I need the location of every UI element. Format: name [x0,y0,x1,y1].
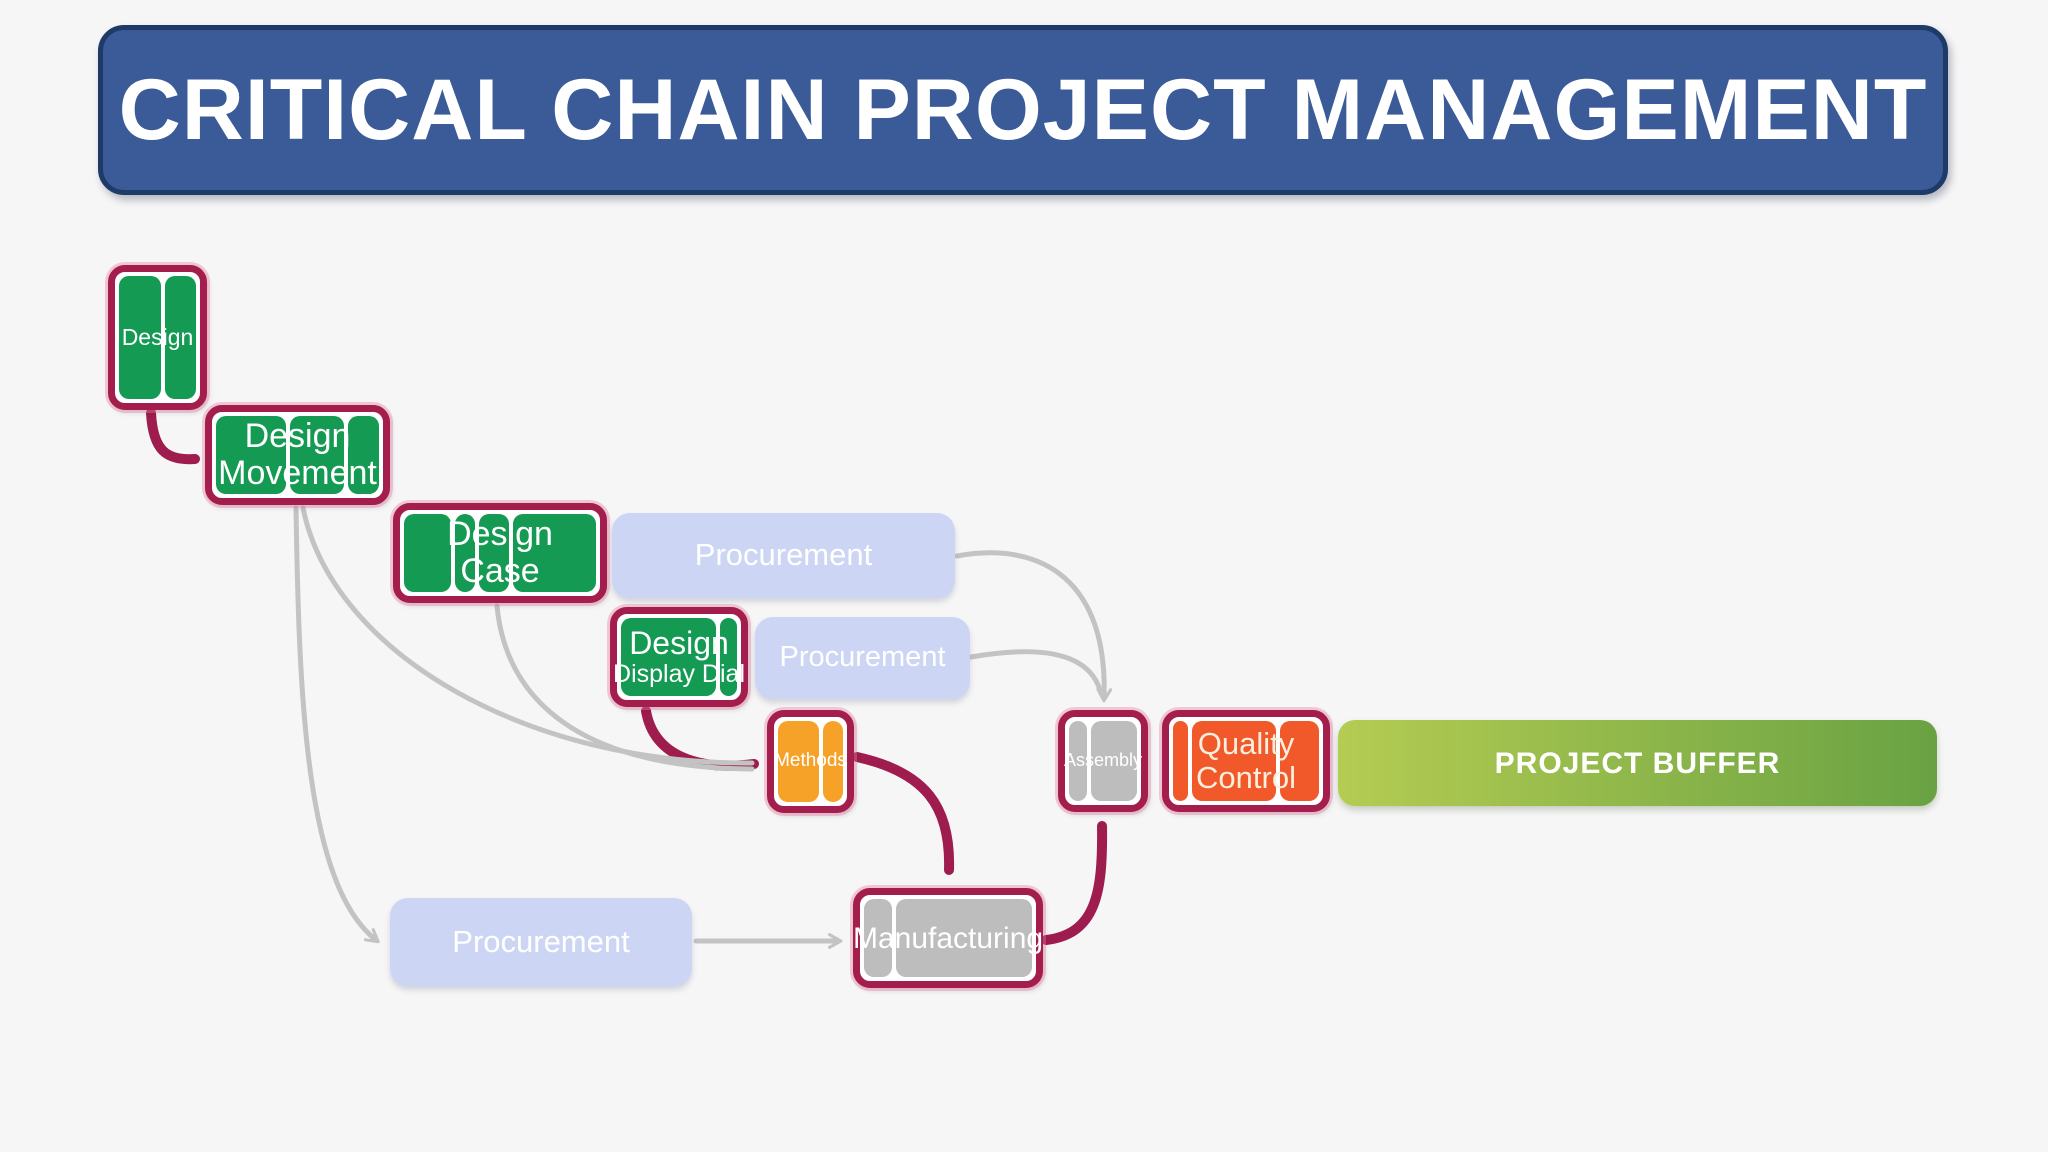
task-design-movement-segments [216,416,379,494]
title-text: CRITICAL CHAIN PROJECT MANAGEMENT [118,61,1928,158]
task-methods: Methods [767,710,854,813]
procurement-2-label: Procurement [779,641,946,674]
task-design-display-dial-segment [720,618,737,696]
task-design-display-dial-segment [621,618,717,696]
task-design-case-segment [513,514,596,592]
task-assembly-segment [1090,721,1137,801]
edge-design-movement-to-procurement-3 [293,505,380,944]
task-design-movement-segment [348,416,379,494]
task-design-segment [165,276,196,399]
procurement-1: Procurement [612,513,955,598]
edge-manufacturing-to-assembly [1041,821,1108,945]
task-design-case-segments [404,514,596,592]
edge-procurement-2-to-assembly [968,649,1103,693]
project-buffer: PROJECT BUFFER [1338,720,1937,806]
procurement-2: Procurement [755,617,970,699]
task-assembly-segments [1069,721,1137,801]
task-methods-segment [778,721,820,802]
task-design-movement-segment [289,416,344,494]
task-design-case-segment [454,514,475,592]
task-design-case-segment [404,514,451,592]
task-design-movement-segment [216,416,286,494]
task-design-segments [119,276,196,399]
edge-display-dial-to-methods [641,706,759,771]
task-quality-control-segment [1192,721,1277,801]
task-quality-control-segment [1280,721,1320,801]
task-manufacturing-segment [864,899,892,977]
edge-design-to-design-movement [146,408,200,465]
task-manufacturing-segments [864,899,1032,977]
title-banner: CRITICAL CHAIN PROJECT MANAGEMENT [98,25,1948,195]
procurement-3: Procurement [390,898,692,986]
task-manufacturing: Manufacturing [853,888,1043,988]
edge-design-case-to-methods [494,603,755,772]
task-assembly-segment [1069,721,1087,801]
edge-design-movement-to-methods [300,505,755,766]
task-quality-control-segment [1173,721,1189,801]
task-methods-segment [823,721,843,802]
task-quality-control-segments [1173,721,1320,801]
project-buffer-label: PROJECT BUFFER [1494,746,1781,780]
task-design-segment [119,276,162,399]
edge-procurement-1-to-assembly [954,550,1113,703]
task-assembly: Assembly [1058,710,1148,812]
task-manufacturing-segment [895,899,1032,977]
task-methods-segments [778,721,843,802]
task-design-case-segment [478,514,510,592]
task-design-display-dial-segments [621,618,737,696]
edge-methods-to-manufacturing [852,752,955,875]
procurement-3-label: Procurement [452,923,630,959]
task-design: Design [108,265,207,410]
procurement-1-label: Procurement [694,537,873,573]
